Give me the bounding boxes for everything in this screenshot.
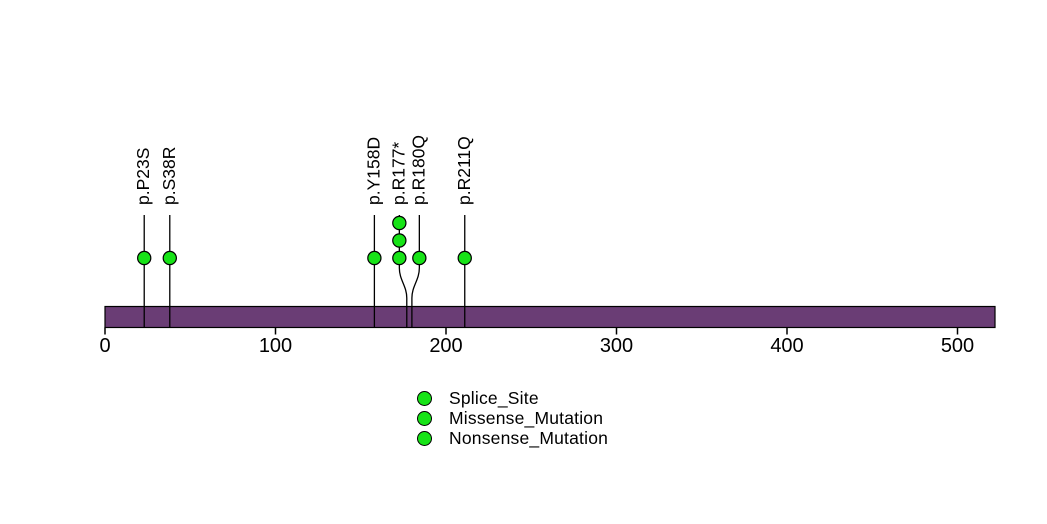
legend-marker-circle: [417, 431, 432, 447]
legend-item: Nonsense_Mutation: [417, 428, 609, 449]
legend-item: Missense_Mutation: [417, 408, 608, 428]
mutation-marker: [367, 250, 382, 266]
lollipop-stem: [398, 215, 408, 328]
mutation-label: p.R211Q: [454, 136, 474, 205]
mutation-marker: [412, 250, 427, 266]
mutation-label: p.Y158D: [363, 137, 383, 205]
mutation-marker: [457, 250, 472, 266]
mutation-marker: [392, 250, 407, 266]
axis-tick-label: 200: [429, 335, 462, 357]
legend-label: Nonsense_Mutation: [449, 428, 609, 449]
mutation-marker: [162, 250, 177, 266]
legend-label: Splice_Site: [449, 387, 539, 408]
legend-label: Missense_Mutation: [449, 408, 604, 429]
mutation-marker: [392, 233, 407, 248]
legend-marker-circle: [417, 390, 432, 406]
mutation-label: p.R177*: [388, 142, 408, 205]
axis-tick-label: 0: [99, 335, 110, 357]
mutation-marker: [137, 250, 152, 266]
legend-item: Splice_Site: [417, 388, 608, 408]
mutation-marker: [392, 215, 407, 231]
mutation-label: p.S38R: [159, 147, 179, 205]
axis-tick-label: 300: [600, 335, 633, 357]
axis-tick-label: 400: [770, 335, 803, 357]
mutation-label: p.R180Q: [408, 135, 428, 205]
protein-backbone: [104, 305, 996, 329]
mutation-label: p.P23S: [133, 148, 153, 205]
axis-tick-label: 500: [941, 335, 974, 357]
legend: Splice_Site Missense_Mutation Nonsense_M…: [417, 388, 608, 449]
lollipop-stem: [411, 215, 420, 328]
axis-tick-label: 100: [259, 335, 292, 357]
legend-marker-circle: [417, 411, 432, 427]
